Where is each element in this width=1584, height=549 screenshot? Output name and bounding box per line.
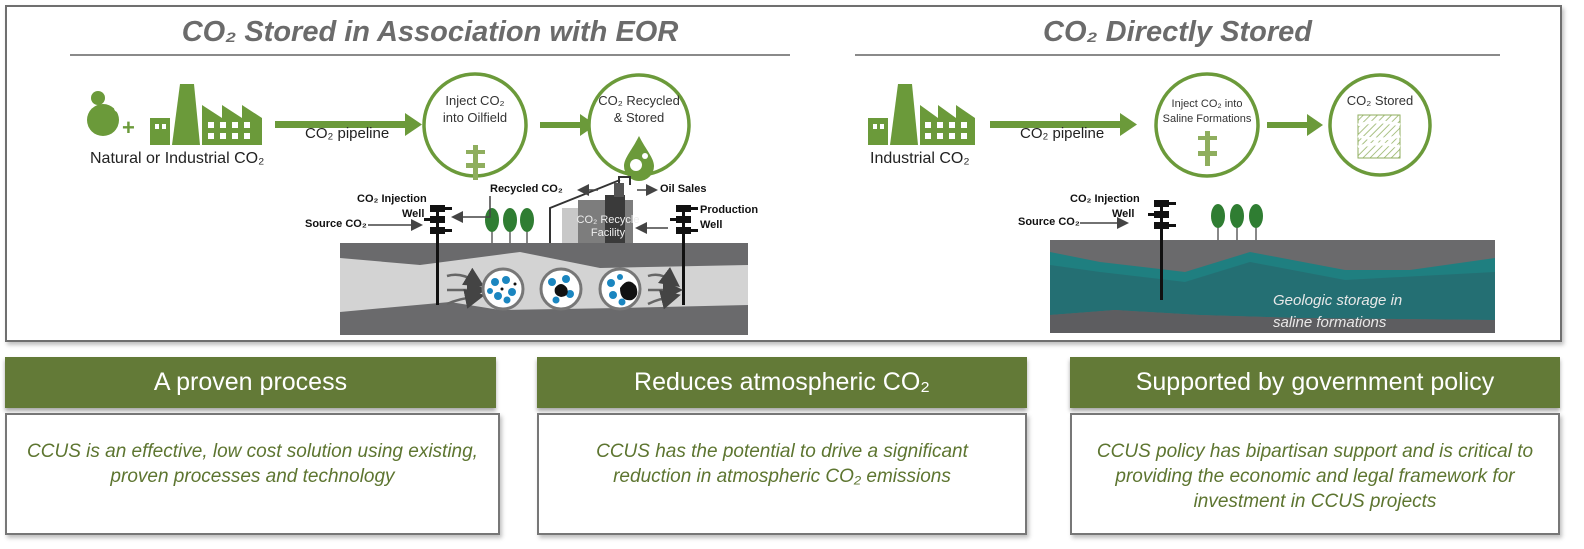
eor-pipeline-label: CO₂ pipeline bbox=[305, 125, 390, 142]
wellhead-icon bbox=[466, 145, 485, 180]
saline-injection-well-label-2: Well bbox=[1112, 208, 1135, 220]
step-line: & Stored bbox=[613, 110, 665, 125]
facility-line: Facility bbox=[590, 227, 626, 239]
eor-title: CO₂ Stored in Association with EOR bbox=[181, 16, 679, 48]
rock-layers-icon bbox=[1357, 114, 1401, 159]
pore-1 bbox=[481, 267, 525, 311]
card-government-policy-title: Supported by government policy bbox=[1070, 357, 1560, 408]
direct-step-arrow bbox=[1267, 114, 1323, 136]
eor-title-underline bbox=[70, 54, 790, 56]
injection-well-label: CO₂ Injection bbox=[357, 193, 427, 205]
card-body-text: CCUS has the potential to drive a signif… bbox=[596, 441, 968, 487]
direct-title-underline bbox=[855, 54, 1500, 56]
card-government-policy-body: CCUS policy has bipartisan support and i… bbox=[1070, 413, 1560, 535]
geo-line: saline formations bbox=[1273, 314, 1387, 331]
pore-magnifiers bbox=[481, 267, 642, 311]
oil-sales-label: Oil Sales bbox=[660, 183, 707, 195]
injection-well-label-2: Well bbox=[402, 208, 425, 220]
step-line: Inject CO₂ into bbox=[1171, 98, 1243, 110]
saline-injection-well-label: CO₂ Injection bbox=[1070, 193, 1140, 205]
inject-saline-circle bbox=[1154, 72, 1260, 178]
direct-title: CO₂ Directly Stored bbox=[1043, 16, 1312, 48]
flow-arrows bbox=[368, 184, 683, 310]
recycled-stored-text: CO₂ Recycled & Stored bbox=[594, 92, 684, 126]
tree-icons bbox=[485, 208, 534, 243]
process-panel bbox=[5, 5, 1562, 342]
step-line: into Oilfield bbox=[442, 110, 508, 125]
recycle-facility bbox=[549, 176, 633, 243]
step-line: Inject CO₂ bbox=[445, 93, 505, 108]
card-proven-process-body: CCUS is an effective, low cost solution … bbox=[5, 413, 500, 535]
card-body-text: CCUS is an effective, low cost solution … bbox=[27, 441, 478, 487]
oil-drop-icon bbox=[624, 136, 654, 181]
co2-bubbles-icon bbox=[87, 91, 122, 136]
inject-oilfield-text: Inject CO₂ into Oilfield bbox=[430, 92, 520, 126]
process-graphics: + bbox=[87, 72, 1495, 335]
step-line: CO₂ Recycled bbox=[598, 93, 680, 108]
card-reduces-co2-body: CCUS has the potential to drive a signif… bbox=[537, 413, 1027, 535]
eor-source-label: Natural or Industrial CO₂ bbox=[90, 150, 265, 167]
pore-3 bbox=[598, 267, 642, 311]
saline-injection-well bbox=[1148, 200, 1176, 300]
saline-tree-icons bbox=[1211, 204, 1263, 240]
card-reduces-co2-title: Reduces atmospheric CO₂ bbox=[537, 357, 1027, 408]
injection-well bbox=[424, 205, 452, 305]
step-line: Saline Formations bbox=[1162, 113, 1252, 125]
geo-line: Geologic storage in bbox=[1273, 292, 1403, 309]
direct-pipeline-label: CO₂ pipeline bbox=[1020, 125, 1105, 142]
factory-icon bbox=[150, 84, 262, 145]
industrial-factory-icon bbox=[868, 84, 975, 145]
recycled-co2-label: Recycled CO₂ bbox=[490, 183, 563, 195]
production-well-label: Production bbox=[700, 204, 759, 216]
plus-icon: + bbox=[122, 115, 135, 140]
card-proven-process-title: A proven process bbox=[5, 357, 496, 408]
facility-line: CO₂ Recycle bbox=[576, 214, 640, 226]
geologic-storage-label: Geologic storage in saline formations bbox=[1273, 290, 1402, 334]
saline-geology-cross-section bbox=[1050, 240, 1495, 333]
direct-source-label: Industrial CO₂ bbox=[870, 150, 970, 167]
saline-source-co2-label: Source CO₂ bbox=[1018, 216, 1080, 228]
source-co2-label: Source CO₂ bbox=[305, 218, 367, 230]
card-body-text: CCUS policy has bipartisan support and i… bbox=[1096, 441, 1534, 512]
production-well bbox=[670, 205, 698, 305]
production-well-label-2: Well bbox=[700, 219, 723, 231]
saline-wellhead-icon bbox=[1198, 131, 1217, 166]
pipeline-arrow bbox=[275, 113, 422, 136]
pore-2 bbox=[539, 267, 583, 311]
co2-stored-text: CO₂ Stored bbox=[1346, 93, 1414, 108]
direct-pipeline-arrow bbox=[990, 113, 1137, 136]
